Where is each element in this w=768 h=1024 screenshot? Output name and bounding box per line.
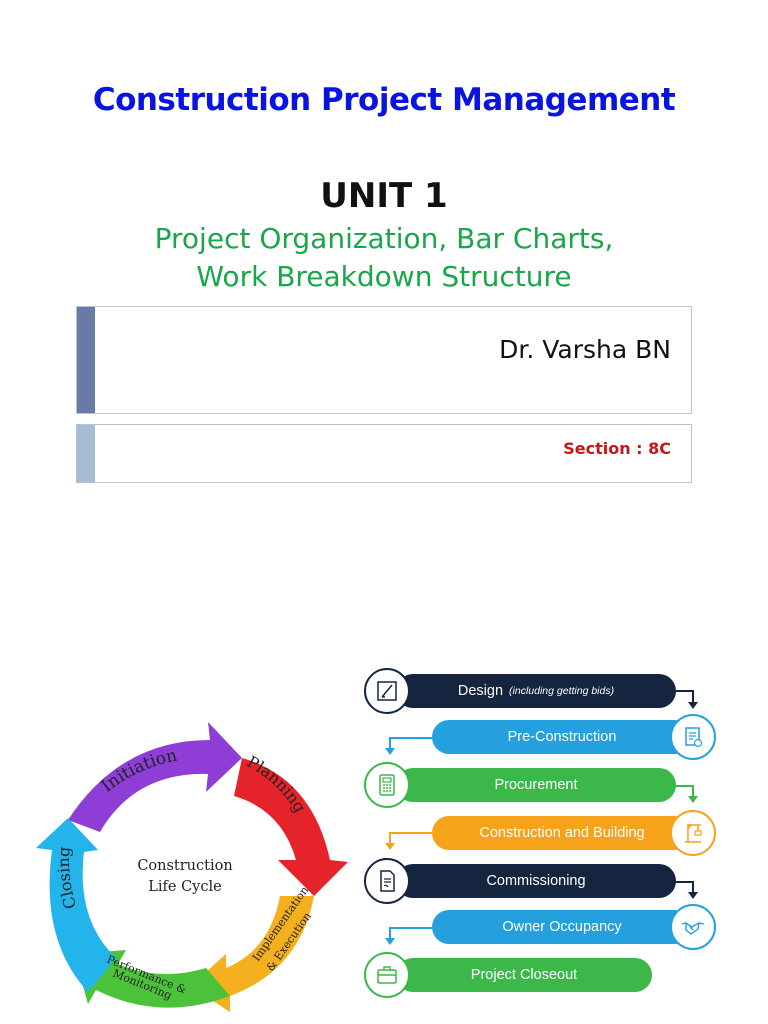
step-pre-construction-pill: Pre-Construction [432,720,692,754]
initiation-arrow [68,722,242,832]
step-design: Design (including getting bids) [0,668,768,714]
step-note: (including getting bids) [509,685,615,697]
section-label: Section : 8C [563,439,671,458]
step-project-closeout: Project Closeout [0,952,768,998]
document-icon [670,714,716,760]
step-project-closeout-pill: Project Closeout [396,958,652,992]
contract-icon [364,858,410,904]
step-commissioning: Commissioning [0,858,768,904]
handshake-icon [670,904,716,950]
subtitle-line-1: Project Organization, Bar Charts, [154,222,614,255]
author-box: Dr. Varsha BN [76,306,692,414]
step-design-pill: Design (including getting bids) [396,674,676,708]
unit-heading: UNIT 1 [320,176,448,216]
step-label: Construction and Building [479,825,645,841]
section-box: Section : 8C [76,424,692,483]
step-construction-and-building: Construction and Building [0,810,768,856]
step-label: Design [457,683,504,699]
step-label: Project Closeout [470,967,578,983]
author-name: Dr. Varsha BN [499,335,671,364]
accent-bar [77,425,95,482]
step-owner-occupancy-pill: Owner Occupancy [432,910,692,944]
closing-arrow [36,818,116,992]
step-construction-pill: Construction and Building [432,816,692,850]
step-pre-construction: Pre-Construction [0,714,768,760]
calculator-icon [364,762,410,808]
step-label: Commissioning [486,873,586,889]
step-procurement: Procurement [0,762,768,808]
step-label: Owner Occupancy [502,919,622,935]
drafting-icon [364,668,410,714]
planning-arrow [234,758,348,896]
accent-bar [77,307,95,413]
subtitle-line-2: Work Breakdown Structure [196,260,572,293]
step-procurement-pill: Procurement [396,768,676,802]
step-commissioning-pill: Commissioning [396,864,676,898]
crane-icon [670,810,716,856]
implementation-arrow [190,896,314,1012]
step-label: Procurement [494,777,578,793]
cycle-center-line-2: Life Cycle [148,879,221,895]
performance-arrow [74,950,230,1008]
step-label: Pre-Construction [507,729,617,745]
construction-life-cycle-diagram: Initiation Planning Closing Implementati… [36,722,348,1012]
slide-title: Construction Project Management [92,82,676,118]
cycle-center-line-1: Construction [137,858,232,874]
briefcase-icon [364,952,410,998]
step-owner-occupancy: Owner Occupancy [0,904,768,950]
